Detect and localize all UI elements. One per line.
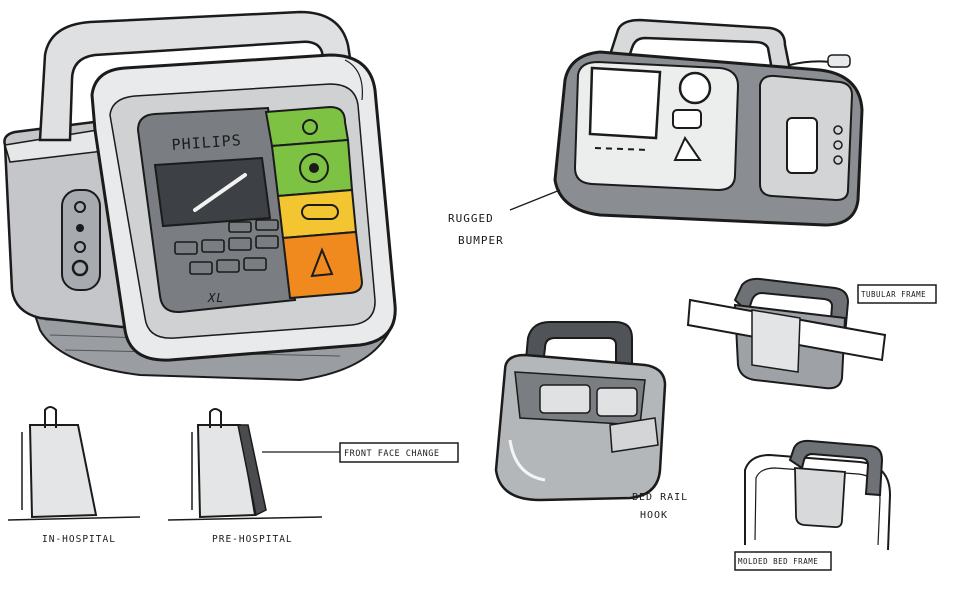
shock-button (281, 230, 364, 300)
label-in-hospital: IN-HOSPITAL (42, 534, 116, 545)
shock-icon (310, 247, 334, 278)
shock-icon (673, 135, 702, 161)
label-hook: HOOK (640, 510, 668, 521)
compartment (596, 387, 638, 417)
tag-tubular-frame (857, 284, 937, 304)
unit-profile (28, 424, 98, 519)
label-tubular-frame: TUBULAR FRAME (861, 290, 926, 299)
cable (789, 60, 831, 66)
charge-slot-icon (301, 204, 339, 220)
main-defibrillator-sketch: PHILIPS XL (3, 10, 397, 382)
handle-profile (209, 408, 222, 428)
led-icon (833, 140, 843, 150)
profile-in-hospital: IN-HOSPITAL (7, 406, 141, 545)
tag-molded-bed-frame (734, 551, 832, 571)
compartment (539, 384, 591, 414)
cable (344, 59, 363, 101)
unit-profile (196, 424, 257, 519)
handle-profile (44, 406, 57, 428)
label-molded-bed-frame: MOLDED BED FRAME (738, 557, 818, 566)
plug (827, 54, 851, 68)
led-icon (833, 155, 843, 165)
port-icon (71, 259, 89, 277)
profile-pre-hospital: PRE-HOSPITAL FRONT FACE CHANGE (167, 408, 459, 545)
clip-front (751, 309, 801, 373)
label-front-face-change: FRONT FACE CHANGE (344, 449, 440, 459)
mode-dial-icon (299, 153, 329, 183)
bed-rail-hook-sketch: BED RAIL HOOK (494, 321, 688, 521)
display-screen (588, 66, 662, 140)
mode-dial-center-icon (309, 163, 319, 173)
label-bed-rail: BED RAIL (632, 492, 688, 503)
tag-front-face-change (339, 442, 459, 463)
tubular-frame-sketch: TUBULAR FRAME (686, 277, 937, 390)
ground-line (167, 516, 323, 521)
clip-handle (788, 439, 884, 497)
front-face-profile (237, 424, 267, 517)
model-mark: XL (207, 291, 224, 305)
brand-logo: PHILIPS (171, 131, 242, 154)
power-icon (302, 119, 318, 135)
dashed-line (594, 147, 651, 151)
display-screen (153, 156, 272, 228)
port-icon (74, 201, 86, 213)
keypad (174, 219, 279, 275)
charge-button (276, 188, 358, 240)
power-button (264, 105, 350, 148)
highlight (508, 439, 546, 482)
button-icon (672, 109, 702, 129)
clip-front (794, 467, 846, 529)
molded-bed-frame-sketch: MOLDED BED FRAME (734, 439, 892, 571)
label-bumper: BUMPER (458, 234, 504, 247)
hook-clip (609, 417, 659, 453)
side-port-panel (61, 189, 101, 291)
port-icon (74, 241, 86, 253)
bed-frame (744, 453, 892, 551)
led-icon (833, 125, 843, 135)
label-rugged: RUGGED (448, 212, 494, 225)
port-icon (76, 224, 84, 232)
dial-icon (678, 71, 712, 105)
side-connector (786, 117, 818, 174)
screen-glare (193, 173, 247, 212)
ground-line (7, 516, 141, 521)
label-pre-hospital: PRE-HOSPITAL (212, 534, 293, 545)
rugged-device-sketch: RUGGED BUMPER (448, 18, 864, 247)
leader-line (509, 189, 561, 211)
